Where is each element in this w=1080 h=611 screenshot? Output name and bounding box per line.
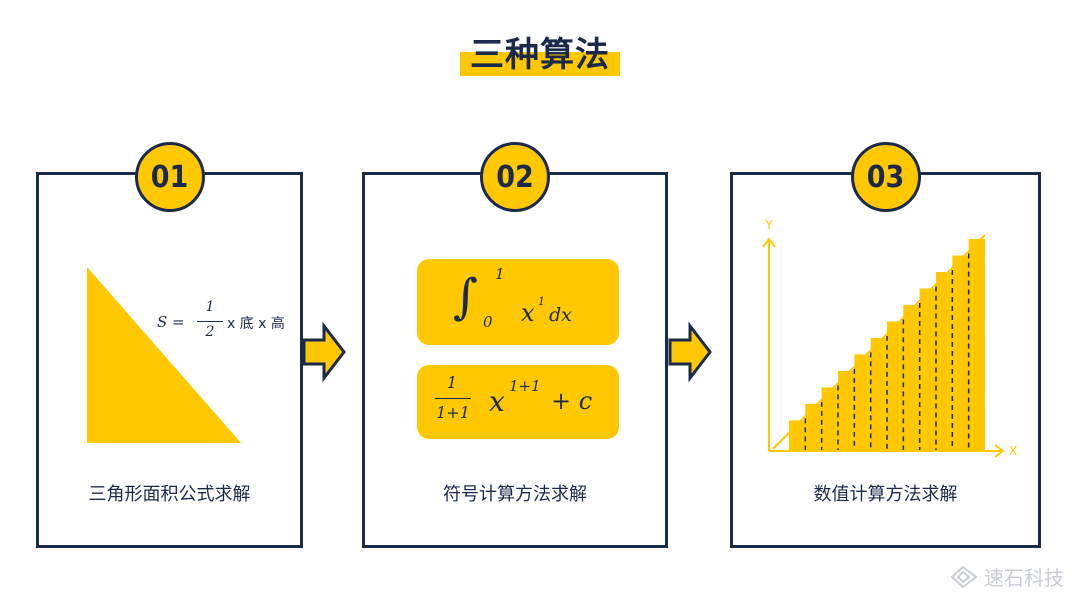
integrand-exponent: 1 [538, 295, 545, 308]
integral-dx: dx [549, 304, 572, 326]
formula-rest: x 底 x 高 [227, 316, 285, 332]
riemann-bar [968, 239, 985, 451]
triangle-graphic [87, 267, 241, 443]
result-exponent: 1+1 [509, 377, 541, 395]
title-area: 三种算法 [0, 30, 1080, 78]
step-badge-01: 01 [134, 142, 205, 212]
riemann-bar [854, 354, 871, 451]
arrow-right-icon [668, 322, 712, 383]
triangle-area-formula: S = 1 2 x 底 x 高 [157, 299, 307, 347]
step-badge-02: 02 [480, 142, 550, 212]
card-symbolic: 02 ∫ 1 0 x 1 dx 1 1+1 x 1+1 + c 符号计算方法求解 [362, 142, 668, 548]
watermark-text: 速石科技 [984, 566, 1064, 590]
riemann-bar [805, 403, 822, 451]
y-axis-label: Y [764, 218, 773, 232]
card-numerical: 03 Y X 数值计算方法求解 [730, 142, 1041, 548]
result-variable: x [489, 385, 505, 418]
riemann-bar [821, 387, 838, 451]
riemann-bar [887, 321, 904, 451]
riemann-bar [870, 337, 887, 451]
result-numerator: 1 [446, 373, 458, 392]
logo-icon [950, 565, 978, 588]
formula-denominator: 2 [205, 324, 215, 340]
riemann-sum-graphic: Y X [762, 218, 1017, 458]
page-title: 三种算法 [460, 30, 620, 78]
card-caption-3: 数值计算方法求解 [813, 484, 958, 505]
integrand: x [521, 299, 535, 327]
integral-lower: 0 [483, 313, 493, 331]
riemann-bar [919, 288, 936, 451]
step-badge-03: 03 [850, 142, 921, 212]
riemann-bar [952, 255, 969, 451]
card-caption-1: 三角形面积公式求解 [88, 484, 251, 505]
card-caption-2: 符号计算方法求解 [443, 484, 587, 505]
formula-numerator: 1 [205, 299, 215, 315]
result-fraction-bar [435, 398, 471, 399]
card-triangle-formula: 01 S = 1 2 x 底 x 高 三角形面积公式求解 [36, 142, 303, 548]
integral-formula-box: ∫ 1 0 x 1 dx [417, 259, 619, 345]
fraction-bar [197, 321, 223, 322]
integral-upper: 1 [495, 265, 505, 283]
watermark: 速石科技 [950, 562, 1064, 591]
riemann-bar [838, 370, 855, 451]
x-axis-label: X [1009, 444, 1017, 458]
riemann-bar [903, 304, 920, 451]
result-constant: + c [551, 387, 593, 415]
result-formula-box: 1 1+1 x 1+1 + c [417, 365, 619, 439]
riemann-bar [936, 271, 953, 451]
arrow-right-icon [302, 322, 346, 383]
formula-lhs: S = [157, 313, 185, 331]
integral-icon: ∫ [453, 269, 479, 325]
result-denominator: 1+1 [436, 403, 470, 422]
